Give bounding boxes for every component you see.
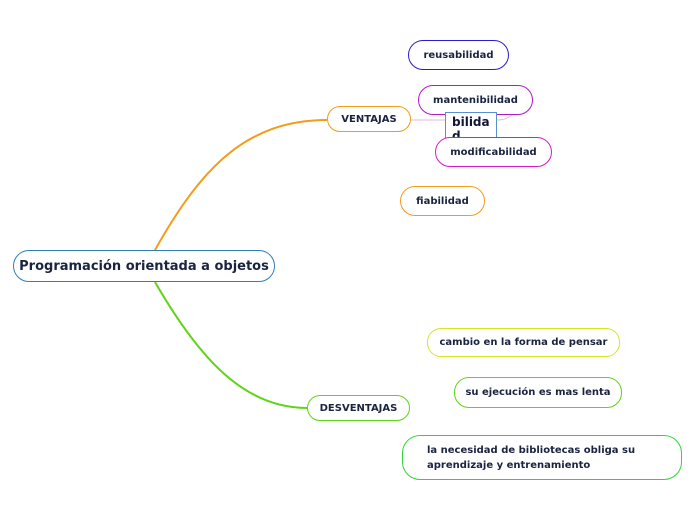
node-necesidad-label: la necesidad de bibliotecas obliga su ap… — [427, 444, 636, 471]
node-fiabilidad[interactable]: fiabilidad — [400, 186, 485, 216]
edge-root-ventajas — [154, 119, 328, 251]
node-ejecucion-label: su ejecución es mas lenta — [465, 387, 611, 398]
branch-ventajas[interactable]: VENTAJAS — [327, 106, 411, 132]
node-cambio-label: cambio en la forma de pensar — [439, 337, 608, 348]
branch-desventajas-label: DESVENTAJAS — [319, 402, 398, 414]
node-modificabilidad-label: modificabilidad — [450, 146, 537, 158]
node-reusabilidad-label: reusabilidad — [423, 49, 494, 61]
branch-ventajas-label: VENTAJAS — [341, 113, 397, 125]
node-fiabilidad-label: fiabilidad — [416, 195, 469, 207]
root-label: Programación orientada a objetos — [19, 258, 269, 274]
node-cambio-forma-pensar[interactable]: cambio en la forma de pensar — [427, 328, 620, 357]
node-ejecucion-lenta[interactable]: su ejecución es mas lenta — [454, 377, 622, 408]
node-necesidad-bibliotecas[interactable]: la necesidad de bibliotecas obliga su ap… — [402, 435, 682, 480]
branch-desventajas[interactable]: DESVENTAJAS — [307, 395, 410, 421]
node-reusabilidad[interactable]: reusabilidad — [408, 40, 509, 70]
root-node[interactable]: Programación orientada a objetos — [13, 250, 275, 282]
node-mantenibilidad-label: mantenibilidad — [433, 94, 518, 106]
node-edit-text: bilida d — [452, 115, 490, 140]
node-mantenibilidad[interactable]: mantenibilidad — [418, 85, 533, 115]
node-modificabilidad[interactable]: modificabilidad — [435, 137, 552, 167]
edge-root-desventajas — [154, 281, 308, 409]
node-edit-textbox[interactable]: bilida d — [445, 112, 497, 140]
